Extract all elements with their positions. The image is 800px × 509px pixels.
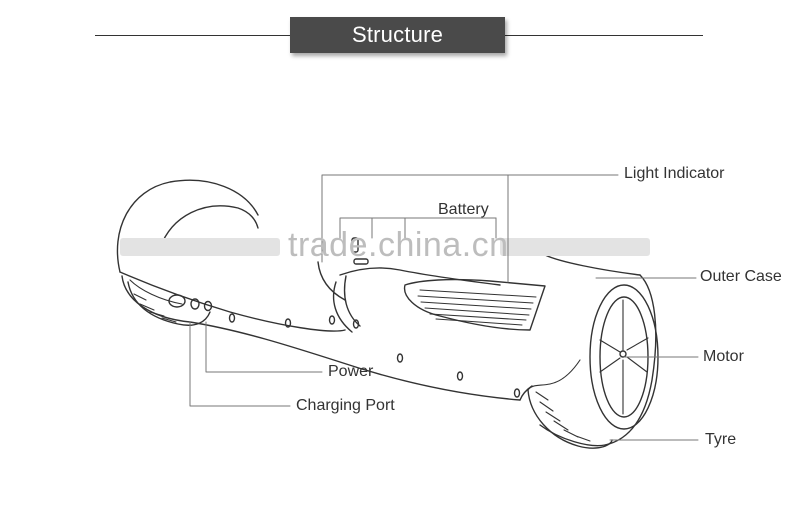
watermark-text: trade.china.cn bbox=[288, 226, 509, 264]
header-rule-left bbox=[95, 35, 290, 36]
label-power: Power bbox=[328, 363, 374, 380]
body-holes bbox=[228, 313, 521, 398]
label-motor: Motor bbox=[703, 348, 744, 365]
light-indicator-lamps bbox=[351, 237, 369, 265]
label-outer-case: Outer Case bbox=[700, 268, 782, 285]
watermark-bars bbox=[120, 238, 650, 256]
left-tyre bbox=[127, 279, 211, 326]
diagram-title: Structure bbox=[351, 22, 444, 47]
label-charging-port: Charging Port bbox=[296, 397, 395, 414]
right-tyre bbox=[527, 359, 613, 449]
control-buttons bbox=[168, 294, 213, 312]
header-rule-right bbox=[505, 35, 703, 36]
label-battery: Battery bbox=[438, 201, 489, 218]
footpad bbox=[403, 278, 546, 331]
callout-lines bbox=[189, 174, 699, 441]
left-fender bbox=[116, 179, 259, 273]
label-tyre: Tyre bbox=[705, 431, 737, 448]
label-light-indicator: Light Indicator bbox=[624, 165, 725, 182]
board-body bbox=[119, 254, 641, 401]
title-banner: Structure bbox=[290, 17, 505, 53]
